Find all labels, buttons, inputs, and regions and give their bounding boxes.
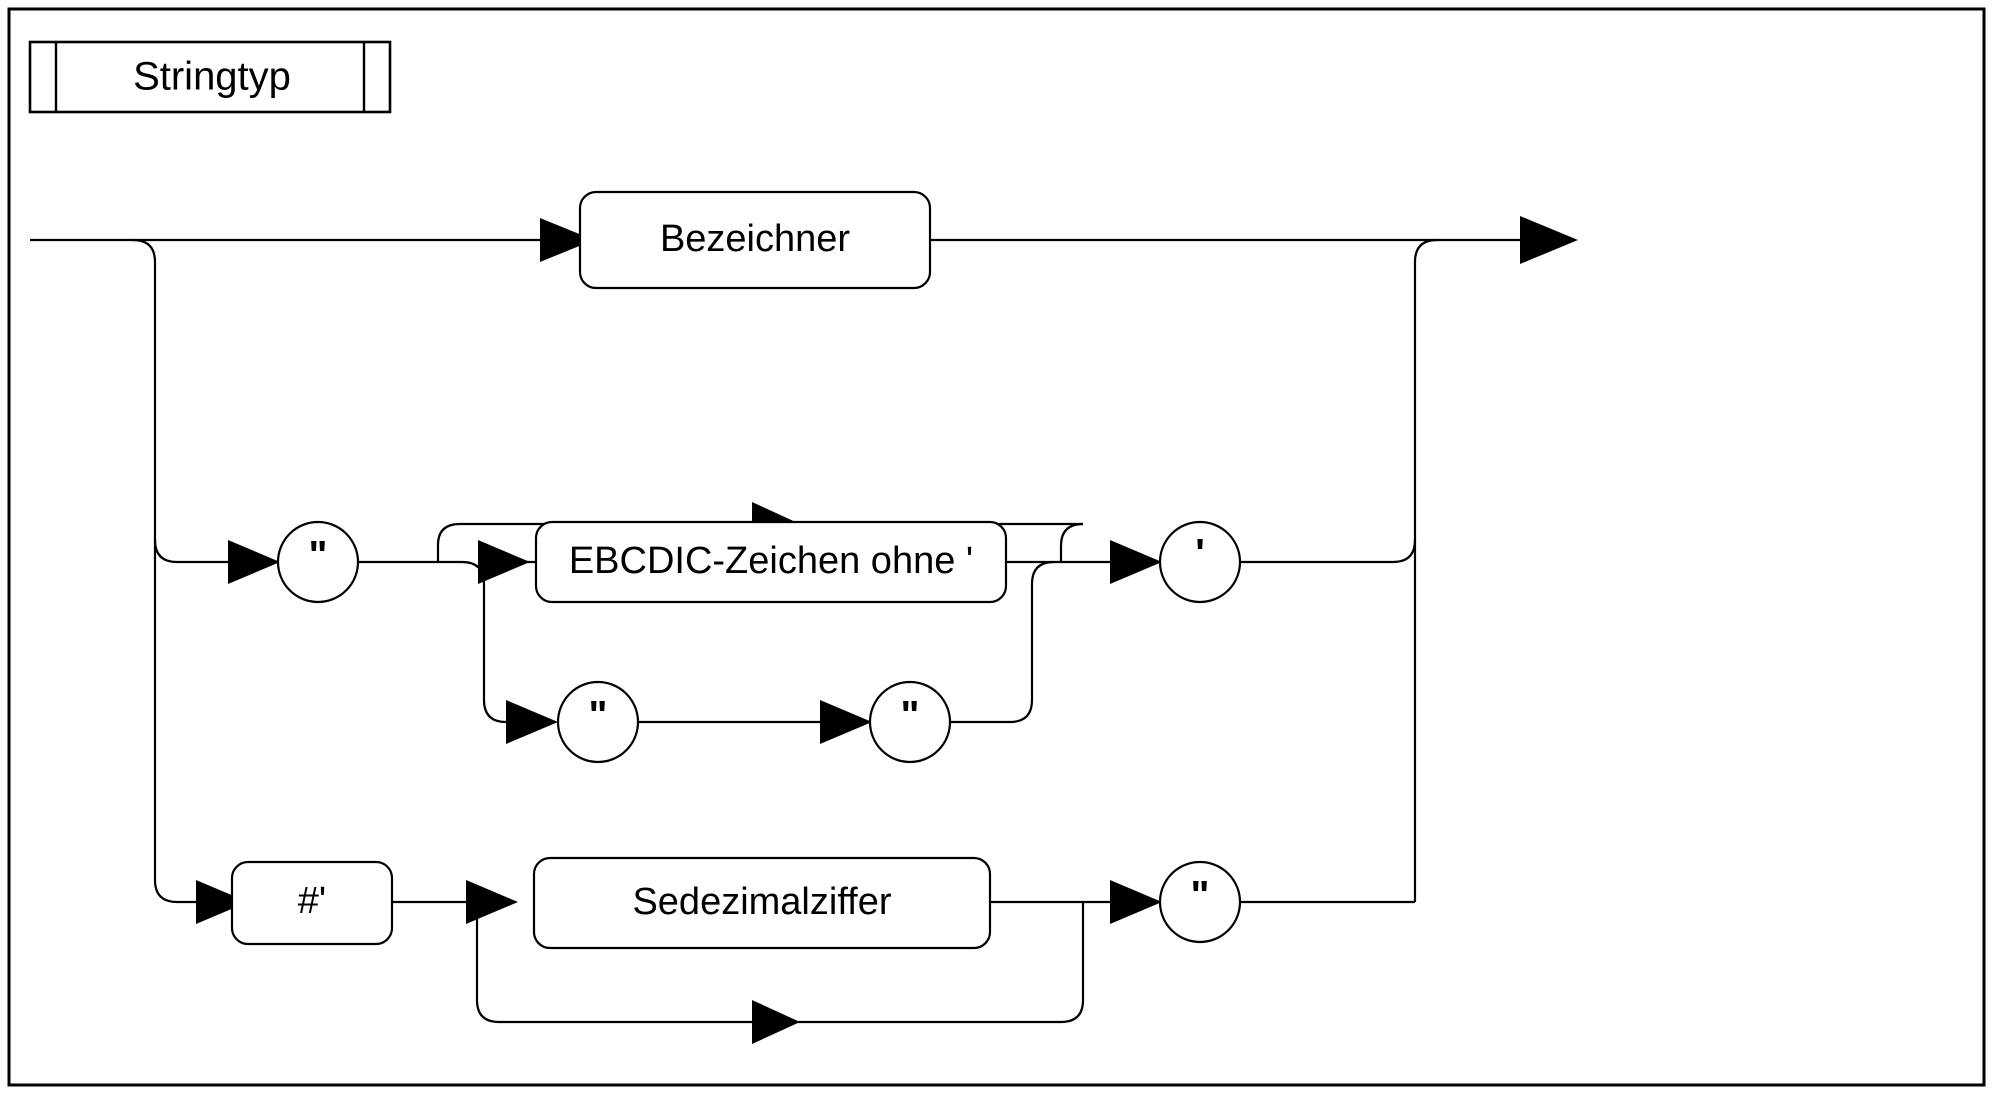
node-ebcdic-label: EBCDIC-Zeichen ohne ' bbox=[569, 540, 973, 582]
node-quote-esc-2-label: " bbox=[901, 694, 920, 738]
left-split-rail bbox=[132, 238, 178, 904]
rule-title-label: Stringtyp bbox=[133, 55, 291, 99]
node-hash-quote[interactable]: #' bbox=[230, 860, 394, 946]
right-merge-rail bbox=[1413, 238, 1438, 902]
arrow-into-quote-hex-close-icon bbox=[1110, 880, 1162, 924]
node-quote-hex-close-label: " bbox=[1191, 874, 1210, 918]
arrow-exit-icon bbox=[1520, 216, 1578, 264]
arrow-into-quote-close-icon bbox=[1110, 540, 1162, 584]
node-ebcdic[interactable]: EBCDIC-Zeichen ohne ' bbox=[534, 520, 1008, 604]
rule-title-frame bbox=[28, 40, 392, 114]
node-quote-close-label: ' bbox=[1195, 532, 1205, 576]
loop-ebcdic-right-corner bbox=[1059, 522, 1084, 562]
left-split-tap-string bbox=[153, 539, 178, 564]
node-sedezimalziffer-label: Sedezimalziffer bbox=[632, 881, 891, 923]
arrow-into-bezeichner-icon bbox=[540, 218, 594, 262]
node-quote-esc-1-label: " bbox=[589, 694, 608, 738]
node-bezeichner-label: Bezeichner bbox=[660, 218, 850, 260]
node-quote-esc-2[interactable]: " bbox=[868, 680, 952, 764]
node-quote-open-label: " bbox=[309, 534, 328, 578]
node-hash-quote-label: #' bbox=[298, 880, 326, 922]
node-quote-open[interactable]: " bbox=[276, 520, 360, 604]
arrow-into-quote-esc-2-icon bbox=[820, 700, 872, 744]
arrow-loop-sedezimalziffer-back-icon bbox=[752, 1000, 800, 1044]
arrow-into-quote-open-icon bbox=[228, 540, 280, 584]
node-sedezimalziffer[interactable]: Sedezimalziffer bbox=[532, 856, 992, 950]
loop-ebcdic-top-rail bbox=[436, 522, 1083, 546]
inner-split-rail bbox=[461, 560, 507, 724]
rail-string-branch-merge bbox=[1240, 539, 1417, 564]
node-quote-esc-1[interactable]: " bbox=[556, 680, 640, 764]
node-bezeichner[interactable]: Bezeichner bbox=[578, 190, 932, 290]
node-quote-close[interactable]: ' bbox=[1158, 520, 1242, 604]
arrow-into-hash-quote-icon bbox=[196, 880, 248, 924]
rail-escaped-quote-merge bbox=[950, 560, 1055, 724]
rule-title-box: Stringtyp bbox=[28, 40, 392, 114]
arrow-into-sedezimalziffer-icon bbox=[466, 880, 518, 924]
node-quote-hex-close[interactable]: " bbox=[1158, 860, 1242, 944]
arrow-into-ebcdic-icon bbox=[478, 540, 530, 584]
arrow-into-quote-esc-1-icon bbox=[506, 700, 558, 744]
